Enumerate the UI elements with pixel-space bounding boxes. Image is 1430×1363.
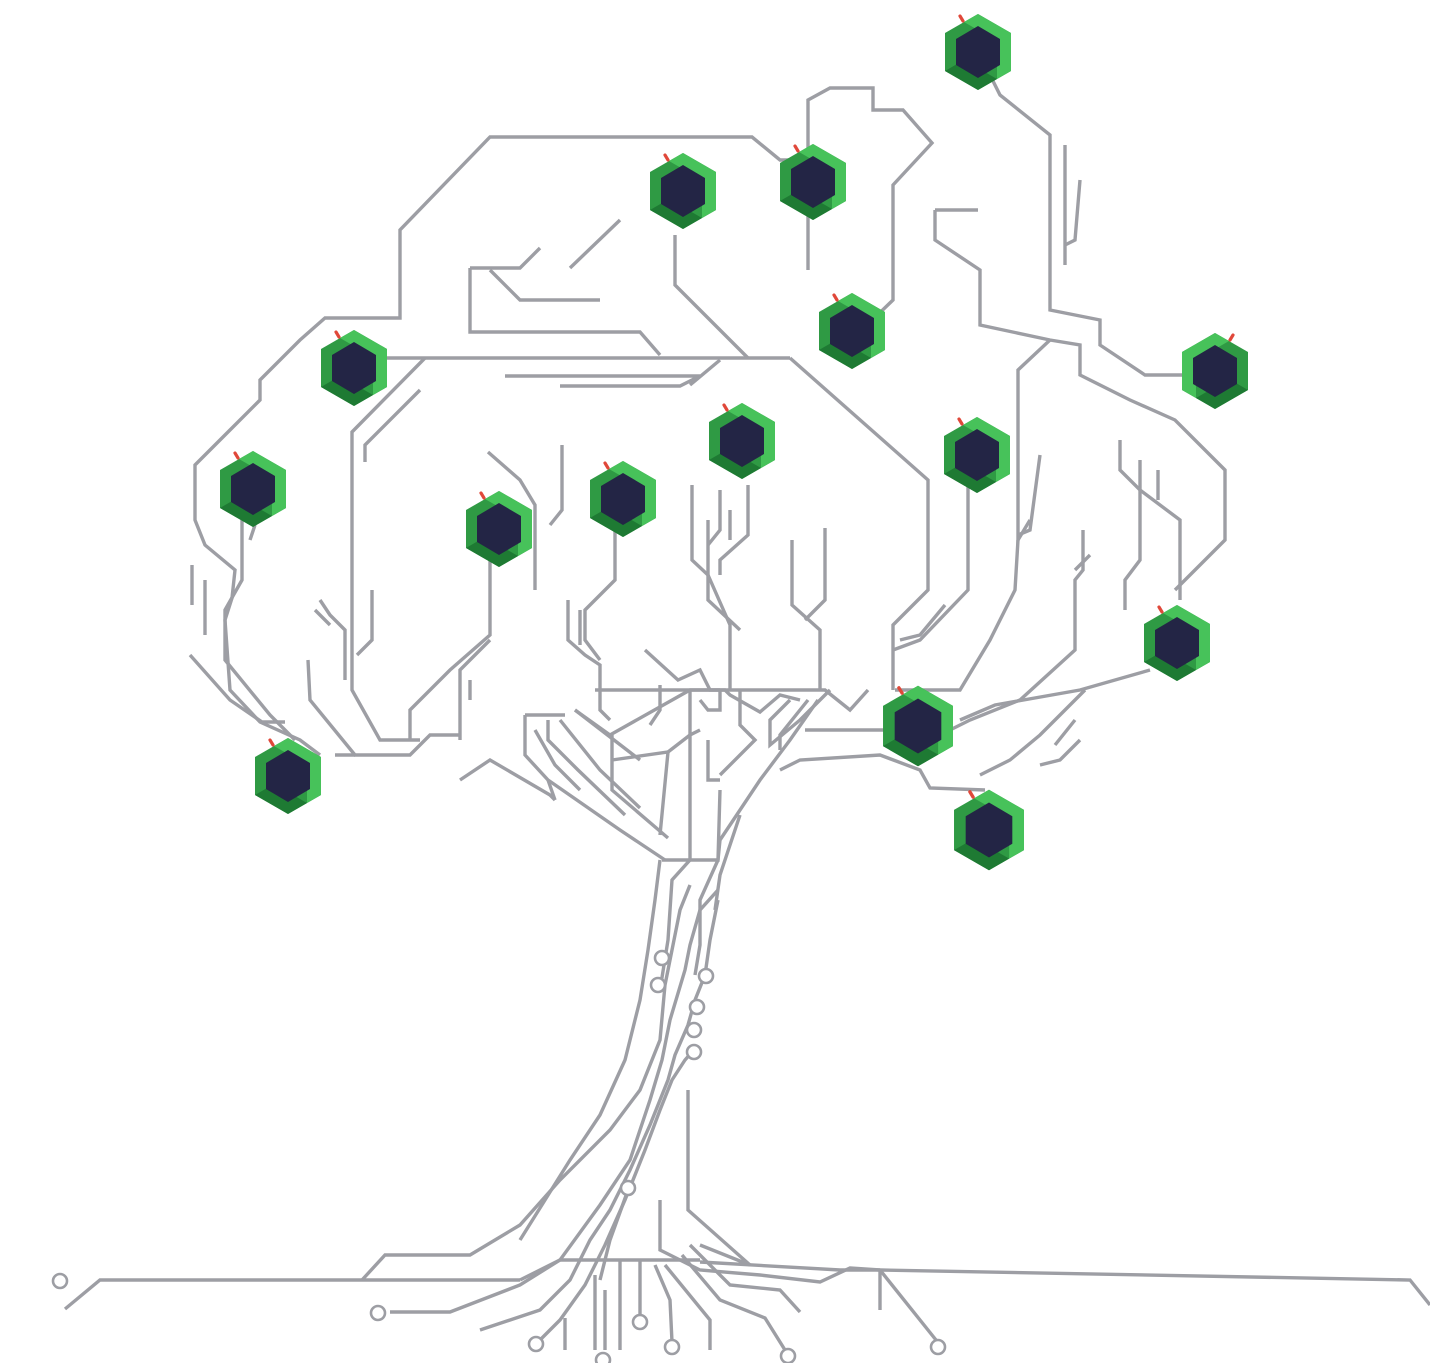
hexagon-node [943,12,1013,92]
hexagon-node [218,449,288,529]
hexagon-node [778,142,848,222]
hexagon-node [464,489,534,569]
canopy-traces [188,54,1227,862]
hexagon-node [648,151,718,231]
hexagon-node [817,291,887,371]
hexagon-node [1142,603,1212,683]
hexagon-node [942,415,1012,495]
hexagon-node [319,328,389,408]
hexagon-node [952,788,1026,872]
trunk-traces [518,814,742,1241]
hexagon-node [1180,331,1250,411]
hexagon-node [707,401,777,481]
hexagon-node [588,459,658,539]
hexagon-nodes [218,12,1250,872]
root-traces [51,884,1430,1363]
hexagon-node [881,684,955,768]
